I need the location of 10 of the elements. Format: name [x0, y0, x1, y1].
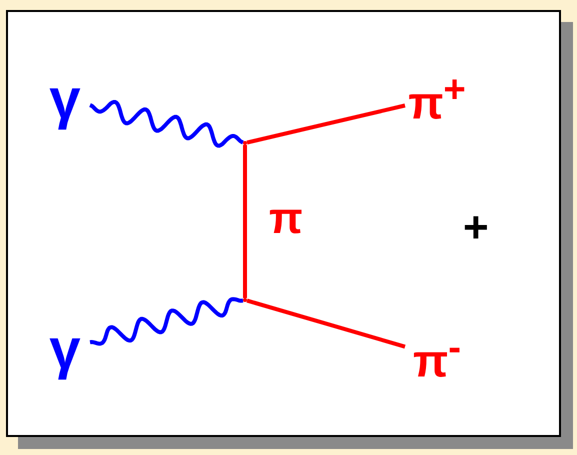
pion-line [243, 145, 247, 298]
vertex-point [243, 298, 247, 302]
photon-line [89, 297, 244, 346]
pion-line [246, 104, 406, 144]
particle-label: π$^{-}$ [413, 328, 461, 384]
plus-sign: + [463, 206, 489, 250]
vertex-point [243, 141, 247, 145]
photon-line [89, 100, 244, 148]
particle-label: π$^{+}$ [408, 70, 466, 126]
pion-line [246, 298, 406, 349]
